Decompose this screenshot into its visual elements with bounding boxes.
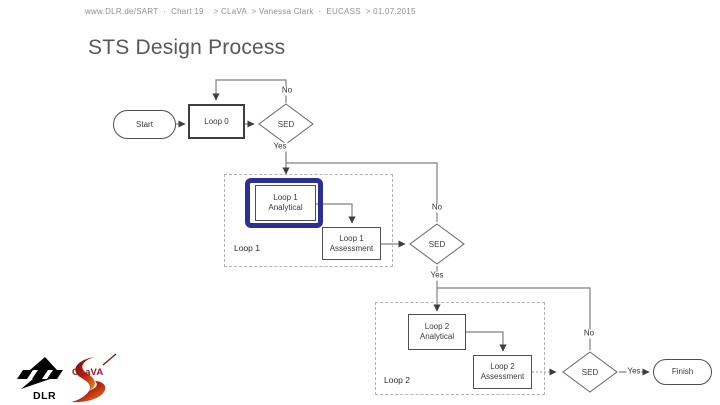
clava-swoosh-icon — [71, 353, 117, 403]
loop1-group-label: Loop 1 — [234, 243, 260, 253]
loop0-label: Loop 0 — [204, 116, 229, 126]
clava-logo: CLaVA — [63, 352, 121, 404]
loop2-analytical-line2: Analytical — [419, 332, 455, 341]
edge-label-yes-2: Yes — [429, 270, 445, 281]
loop2-assessment-line1: Loop 2 — [490, 362, 515, 371]
loop2-group-label: Loop 2 — [384, 375, 410, 385]
clava-wordmark: CLaVA — [72, 367, 104, 378]
slide-header-breadcrumb: www.DLR.de/SART · Chart 19 > CLaVA > Van… — [85, 7, 416, 16]
edge-label-no-3: No — [582, 328, 596, 339]
dlr-emblem-icon — [17, 357, 63, 389]
loop1-group-box — [224, 174, 393, 267]
dlr-wordmark: DLR — [33, 390, 57, 402]
loop2-assessment-node: Loop 2 Assessment — [473, 355, 532, 389]
loop1-analytical-node: Loop 1 Analytical — [255, 185, 316, 221]
loop1-assessment-line1: Loop 1 — [339, 233, 364, 243]
finish-node: Finish — [653, 359, 712, 385]
edge-label-yes-1: Yes — [272, 141, 288, 152]
loop1-assessment-line2: Assessment — [329, 243, 374, 253]
loop2-analytical-node: Loop 2 Analytical — [408, 314, 466, 350]
loop1-analytical-line1: Loop 1 — [273, 193, 298, 202]
loop2-group-box — [375, 302, 545, 395]
loop1-assessment-node: Loop 1 Assessment — [322, 227, 381, 260]
sed1-label: SED — [277, 119, 295, 129]
sed2-label: SED — [428, 239, 446, 249]
sed-decision-3: SED — [562, 351, 618, 393]
diamond-shape-icon — [562, 351, 618, 393]
loop2-analytical-line1: Loop 2 — [424, 322, 450, 331]
start-label: Start — [136, 119, 153, 129]
diamond-shape-icon — [409, 223, 465, 265]
sed3-label: SED — [581, 367, 599, 377]
sed-decision-2: SED — [409, 223, 465, 265]
edge-label-no-1: No — [280, 85, 294, 96]
dlr-logo: DLR — [17, 356, 67, 404]
start-node: Start — [113, 110, 176, 139]
sed-decision-1: SED — [258, 103, 314, 145]
loop1-analytical-line2: Analytical — [268, 203, 303, 212]
loop0-node: Loop 0 — [188, 104, 245, 139]
finish-label: Finish — [671, 367, 694, 376]
loop2-assessment-line2: Assessment — [480, 372, 525, 381]
edge-label-no-2: No — [430, 202, 444, 213]
page-title: STS Design Process — [88, 36, 286, 59]
highlight-ring — [245, 178, 323, 228]
edge-label-yes-3: Yes — [626, 366, 642, 377]
